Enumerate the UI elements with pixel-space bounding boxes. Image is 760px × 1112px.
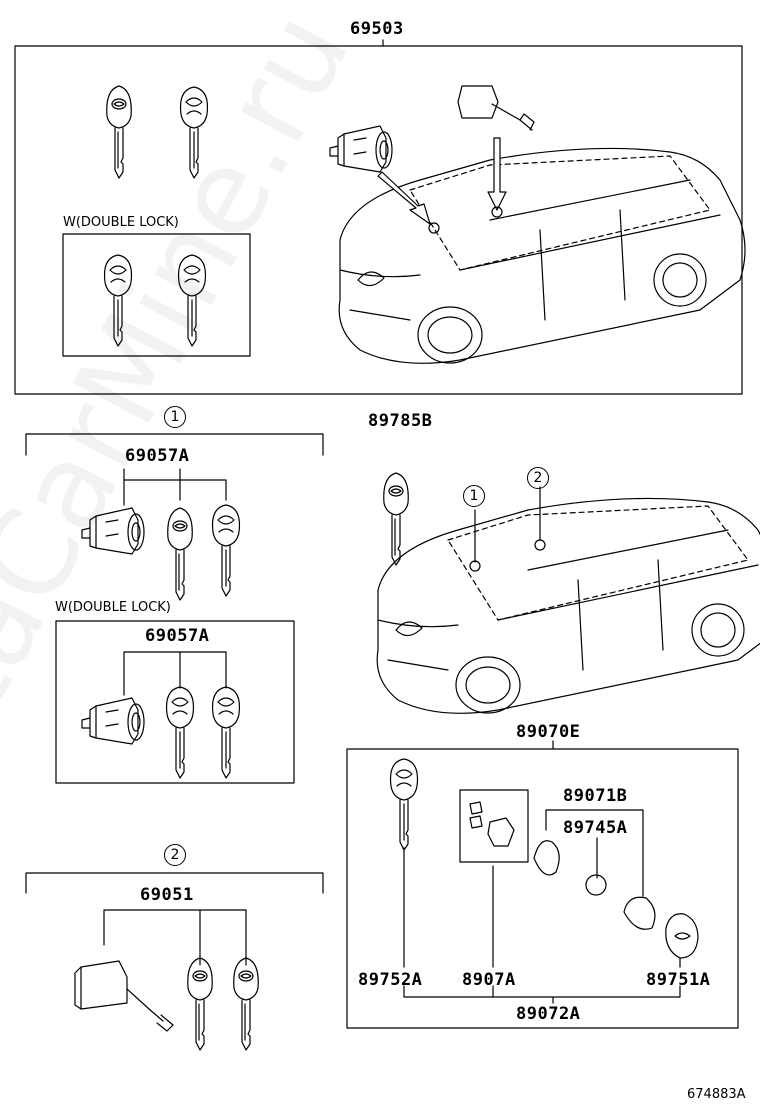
part-number-89785b: 89785B	[368, 411, 433, 431]
transmitter-case-icon	[665, 913, 699, 959]
key-icon	[211, 504, 241, 597]
lock-cylinder-icon	[81, 507, 145, 555]
group2-bracket	[25, 872, 324, 894]
part-number-69051: 69051	[140, 885, 194, 905]
circuit-board-icon	[459, 789, 529, 863]
double-lock-frame	[62, 233, 251, 357]
key-icon	[106, 85, 132, 179]
key-icon	[177, 254, 207, 347]
part-number-8907a: 8907A	[462, 970, 516, 990]
car-marker-2: 2	[527, 467, 549, 489]
part-number-69057a: 69057A	[125, 446, 190, 466]
group1-bracket	[25, 433, 324, 456]
group1-marker: 1	[164, 406, 186, 428]
key-icon	[103, 254, 133, 347]
transmitter-frame	[346, 748, 739, 1029]
battery-icon	[585, 874, 607, 896]
key-icon	[233, 957, 259, 1051]
double-lock-label: W(DOUBLE LOCK)	[63, 215, 179, 230]
arrow-icon	[487, 137, 507, 211]
key-icon	[383, 472, 409, 566]
part-number-69057a-double-lock: 69057A	[145, 626, 210, 646]
key-icon	[389, 758, 419, 851]
lock-cylinder-icon	[81, 697, 145, 745]
key-icon	[187, 957, 213, 1051]
part-number-89751a: 89751A	[646, 970, 711, 990]
key-icon	[165, 686, 195, 779]
key-icon	[167, 507, 193, 601]
part-number-69503: 69503	[350, 19, 404, 39]
cover-icon	[533, 840, 560, 876]
door-lock-actuator-icon	[457, 85, 535, 131]
key-icon	[211, 686, 241, 779]
part-number-89072a: 89072A	[516, 1004, 581, 1024]
double-lock-label: W(DOUBLE LOCK)	[55, 600, 171, 615]
part-number-89745a: 89745A	[563, 818, 628, 838]
group2-marker: 2	[164, 844, 186, 866]
car-marker-1: 1	[463, 485, 485, 507]
arrow-icon	[377, 171, 431, 225]
door-lock-actuator-icon	[74, 960, 174, 1032]
lock-cylinder-icon	[329, 125, 393, 173]
car-icon	[376, 497, 760, 714]
part-number-89070e: 89070E	[516, 722, 581, 742]
car-icon	[338, 147, 746, 364]
figure-id: 674883A	[687, 1087, 746, 1102]
part-number-89071b: 89071B	[563, 786, 628, 806]
double-lock-frame-1	[55, 620, 295, 784]
case-icon	[623, 896, 656, 930]
part-number-89752a: 89752A	[358, 970, 423, 990]
key-icon	[179, 86, 209, 179]
kit-69503-frame	[14, 45, 743, 395]
